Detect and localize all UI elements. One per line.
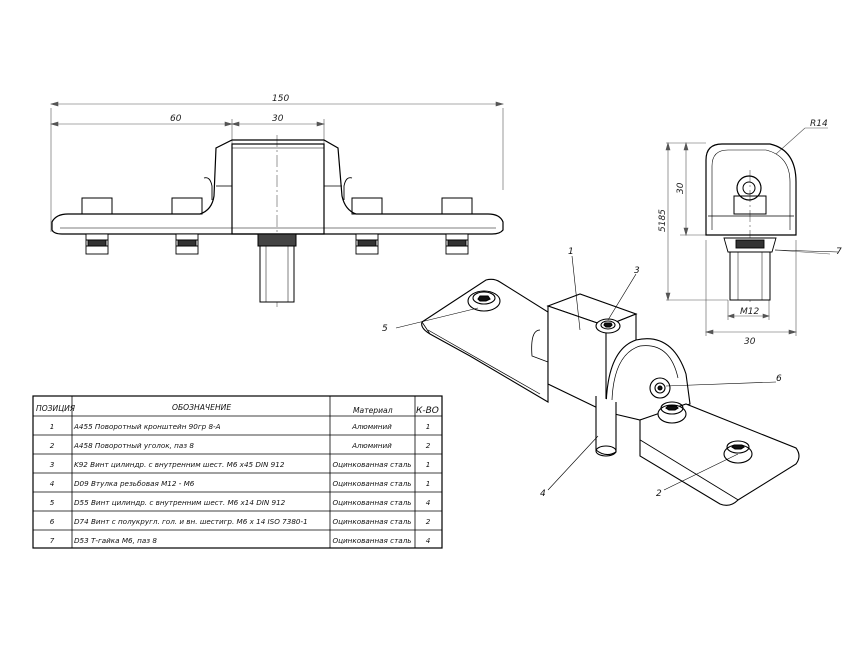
row-material: Оцинкованная сталь [332,536,411,545]
row-position: 6 [50,517,55,526]
row-material: Оцинкованная сталь [332,517,411,526]
center-block [231,143,325,235]
row-position: 3 [50,460,55,469]
row-quantity: 1 [426,422,431,431]
front-view [49,101,505,308]
row-position: 5 [50,498,55,507]
row-quantity: 2 [426,441,431,450]
iso-bolt-3 [595,318,621,334]
iso-right-plate [639,403,800,501]
bolt-head [351,197,383,215]
row-material: Оцинкованная сталь [332,479,411,488]
table-row: 6 D74 Винт с полукругл. гол. и вн. шестиг… [50,517,431,526]
iso-right-flange [605,338,691,421]
bolt-head [171,197,203,215]
isometric-view [421,278,800,506]
side-view-dimensions [665,127,831,336]
row-designation: D09 Втулка резьбовая М12 - М6 [74,479,195,488]
pivot-bolt [736,175,762,201]
table-row: 5 D55 Винт цилиндр. с внутренним шест. М6… [50,498,431,507]
row-position: 2 [50,441,55,450]
table-row: 3 K92 Винт цилиндр. с внутренним шест. М6… [50,460,431,469]
row-position: 1 [50,422,55,431]
row-designation: D74 Винт с полукругл. гол. и вн. шестигр… [74,517,308,526]
table-rows: 1 A455 Поворотный кронштейн 90гр 8-А Алюми… [50,422,431,545]
callout-4: 4 [540,489,546,499]
dim-overall-width: 150 [272,94,289,104]
dim-radius: R14 [810,119,828,129]
table-row: 4 D09 Втулка резьбовая М12 - М6 Оцинкованн… [50,479,431,488]
row-material: Оцинкованная сталь [332,460,411,469]
callout-5: 5 [382,324,388,334]
callout-2: 2 [656,489,662,499]
side-body [705,143,797,236]
row-designation: D55 Винт цилиндр. с внутренним шест. М6 … [74,498,286,507]
header-designation: ОБОЗНАЧЕНИЕ [172,403,231,412]
table-row: 1 A455 Поворотный кронштейн 90гр 8-А Алюми… [50,422,431,431]
row-designation: K92 Винт цилиндр. с внутренним шест. М6 … [74,460,285,469]
callout-3: 3 [634,266,640,276]
callout-6: 6 [776,374,782,384]
callout-1: 1 [568,247,574,257]
side-bushing [729,251,771,301]
row-material: Алюминий [351,422,392,431]
t-nut [85,233,109,255]
header-material: Материал [353,406,393,415]
table-row: 2 A458 Поворотный уголок, паз 8 Алюминий 2 [50,441,431,450]
row-quantity: 1 [426,479,431,488]
t-nut [445,233,469,255]
row-designation: A458 Поворотный уголок, паз 8 [73,441,194,450]
row-material: Оцинкованная сталь [332,498,411,507]
row-position: 4 [50,479,55,488]
callout-labels: 1 2 3 4 5 6 7 [382,247,842,499]
t-nut [175,233,199,255]
dimension-labels: 150 60 30 R14 30 5185 M12 30 [170,94,828,347]
bolt-head [81,197,113,215]
row-designation: A455 Поворотный кронштейн 90гр 8-А [73,422,221,431]
row-designation: D53 Т-гайка М6, паз 8 [74,536,157,545]
iso-bolt-5b [657,401,687,424]
threaded-bushing [257,233,297,303]
row-quantity: 1 [426,460,431,469]
base-plate [51,139,504,235]
dim-total-height: 5185 [658,209,668,232]
header-position: ПОЗИЦИЯ [36,404,76,413]
side-tnut [723,237,777,253]
front-view-dimensions [49,101,505,308]
t-nut [355,233,379,255]
row-material: Алюминий [351,441,392,450]
row-quantity: 4 [426,536,431,545]
header-quantity: К-ВО [416,406,439,416]
bolt-head [441,197,473,215]
callout-leaders [395,249,839,491]
row-position: 7 [50,536,55,545]
dim-side-height: 30 [676,182,686,194]
row-quantity: 2 [426,517,431,526]
side-view [665,127,831,336]
row-quantity: 4 [426,498,431,507]
dim-side-width: 30 [744,337,756,347]
dim-thread: M12 [740,307,759,317]
dim-center-width: 30 [272,114,284,124]
callout-7: 7 [836,247,842,257]
iso-bolt-5 [467,290,501,312]
table-row: 7 D53 Т-гайка М6, паз 8 Оцинкованная сталь… [50,536,431,545]
dim-left-offset: 60 [170,114,182,124]
parts-table: ПОЗИЦИЯ ОБОЗНАЧЕНИЕ Материал К-ВО [32,395,443,549]
